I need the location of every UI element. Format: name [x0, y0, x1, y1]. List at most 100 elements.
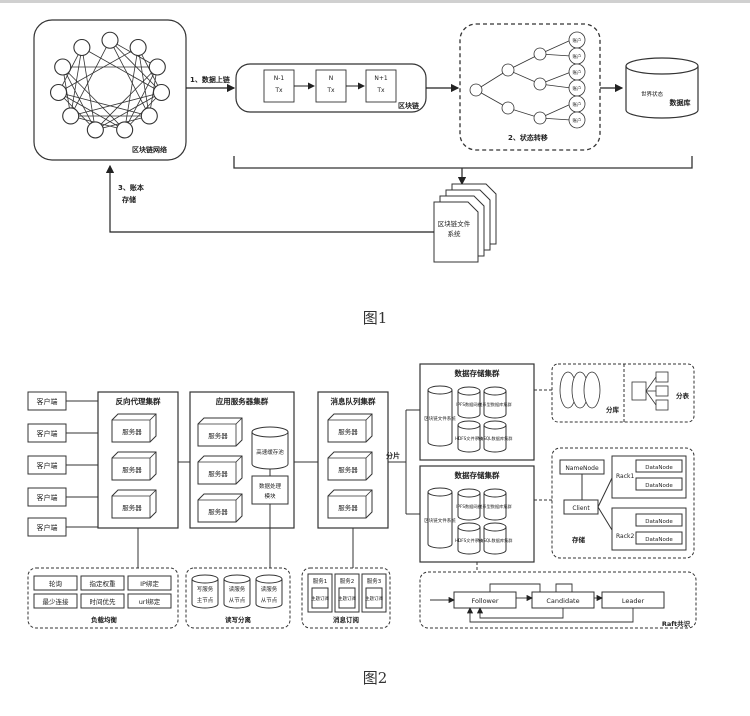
- state-tree: [469, 39, 572, 125]
- account-4: 账户: [573, 85, 582, 92]
- client-2-label: 客户端: [37, 429, 58, 438]
- rw-node-label: 主节点: [197, 596, 214, 604]
- storage-item-label: 区块链文件系统: [424, 517, 456, 524]
- topic-box: [365, 587, 383, 609]
- rack1-datanode-1: [635, 459, 683, 473]
- client-4-label: 客户端: [37, 493, 58, 502]
- topic-box: [338, 587, 356, 609]
- raft-transitions: [430, 583, 634, 623]
- data-module-line1: 数据处理: [259, 482, 282, 490]
- lb-strategy-label: 轮询: [49, 579, 63, 588]
- lb-strategy: [80, 593, 125, 609]
- storage1-title: 数据存储集群: [455, 368, 500, 378]
- lb-strategy-label: url绑定: [139, 597, 161, 606]
- topic-box: [311, 587, 329, 609]
- sharding-box: [551, 363, 695, 423]
- network-node: [148, 58, 166, 76]
- namenode-label: NameNode: [565, 465, 599, 472]
- sharding-db-icon: [559, 371, 601, 409]
- server-icon: 服务器: [111, 489, 157, 519]
- chain-label: 区块链: [398, 101, 419, 110]
- server-icon: 服务器: [197, 455, 243, 485]
- rw-service-label: 写服务: [197, 585, 214, 593]
- figure2-caption: 图2: [363, 669, 388, 687]
- account-5: 账户: [573, 101, 582, 108]
- figure-1: 区块链网络 1、数据上链 N-1 Tx N Tx N+1 Tx 区块链: [33, 19, 699, 327]
- storage2-items: 区块链文件系统IPFS数据网络关系型数据库集群HDFS文件系统NoSQL数据库集…: [424, 487, 514, 555]
- rw-service-label: 读服务: [229, 585, 246, 593]
- server-label: 服务器: [208, 507, 228, 516]
- topic-label: 主题订阅: [311, 595, 329, 602]
- client-3-label: 客户端: [37, 461, 58, 470]
- step3-label-line1: 3、账本: [118, 183, 144, 192]
- lb-strategy: [127, 575, 172, 591]
- rack1-dn1-label: DataNode: [645, 465, 673, 471]
- network-node: [73, 38, 91, 57]
- topic-label: 主题订阅: [338, 595, 356, 602]
- lb-strategy: [33, 575, 78, 591]
- step1-label: 1、数据上链: [190, 75, 230, 84]
- storage1-items: 区块链文件系统IPFS数据网络关系型数据库集群HDFS文件系统NoSQL数据库集…: [424, 385, 513, 453]
- fs-label-line2: 系统: [448, 229, 462, 238]
- server-label: 服务器: [338, 427, 358, 436]
- tx2-bottom: Tx: [326, 87, 335, 94]
- step2-label: 2、状态转移: [508, 133, 548, 142]
- client-to-racks: [597, 477, 613, 531]
- storage-item-label: HDFS文件系统: [455, 537, 483, 544]
- db-label: 数据库: [670, 98, 691, 107]
- shard-label: 分片: [386, 451, 400, 460]
- network-label: 区块链网络: [132, 145, 167, 154]
- lb-strategy: [127, 593, 172, 609]
- server-label: 服务器: [338, 465, 358, 474]
- rack1-dn2-label: DataNode: [645, 483, 673, 489]
- client-5-label: 客户端: [37, 523, 58, 532]
- network-node: [62, 107, 80, 125]
- app-cluster-title: 应用服务器集群: [216, 396, 269, 406]
- rack2-datanode-1: [635, 513, 683, 527]
- network-node: [129, 38, 147, 57]
- storage-item-label: IPFS数据网络: [456, 503, 482, 510]
- server-icon: 服务器: [327, 489, 373, 519]
- storage-item-label: 区块链文件系统: [424, 415, 456, 422]
- storage-item-label: 关系型数据库集群: [478, 401, 512, 408]
- cache-pool: 高速缓存池: [251, 426, 289, 470]
- client-connectors: [66, 400, 98, 528]
- lb-label: 负载均衡: [91, 615, 118, 624]
- rw-service-label: 读服务: [261, 585, 278, 593]
- server-icon: 服务器: [327, 413, 373, 443]
- network-node: [140, 107, 158, 125]
- raft-label: Raft共识: [662, 619, 691, 628]
- account-6: 账户: [573, 117, 582, 124]
- mq-sub-label: 消息订阅: [333, 615, 360, 624]
- network-node: [86, 121, 104, 139]
- database-cylinder: 世界状态 数据库: [625, 57, 699, 119]
- lb-strategy-label: 时间优先: [90, 597, 117, 606]
- fs-label-line1: 区块链文件: [438, 219, 471, 228]
- network-node: [152, 83, 171, 102]
- account-1: 账户: [573, 37, 582, 44]
- cache-label: 高速缓存池: [256, 448, 284, 456]
- bottom-brace: [233, 156, 693, 176]
- mq-service-label: 服务2: [340, 577, 355, 585]
- storage-item-label: NoSQL数据库集群: [478, 537, 514, 544]
- storage-item-label: IPFS数据网络: [456, 401, 482, 408]
- server-icon: 服务器: [327, 451, 373, 481]
- rw-label: 读写分离: [225, 615, 252, 624]
- storage-item-label: HDFS文件系统: [455, 435, 483, 442]
- tx-block-2: N Tx: [315, 69, 347, 103]
- rw-node-label: 从节点: [261, 596, 278, 604]
- shard-connector: [388, 409, 420, 515]
- account-nodes: 账户 账户 账户 账户 账户 账户: [568, 31, 586, 129]
- rack1-label: Rack1: [616, 473, 634, 480]
- server-label: 服务器: [208, 431, 228, 440]
- server-label: 服务器: [122, 503, 142, 512]
- network-nodes: [49, 31, 171, 139]
- mq-service-label: 服务3: [367, 577, 382, 585]
- mq-sub-box: [301, 567, 391, 629]
- proxy-cluster-title: 反向代理集群: [116, 396, 161, 406]
